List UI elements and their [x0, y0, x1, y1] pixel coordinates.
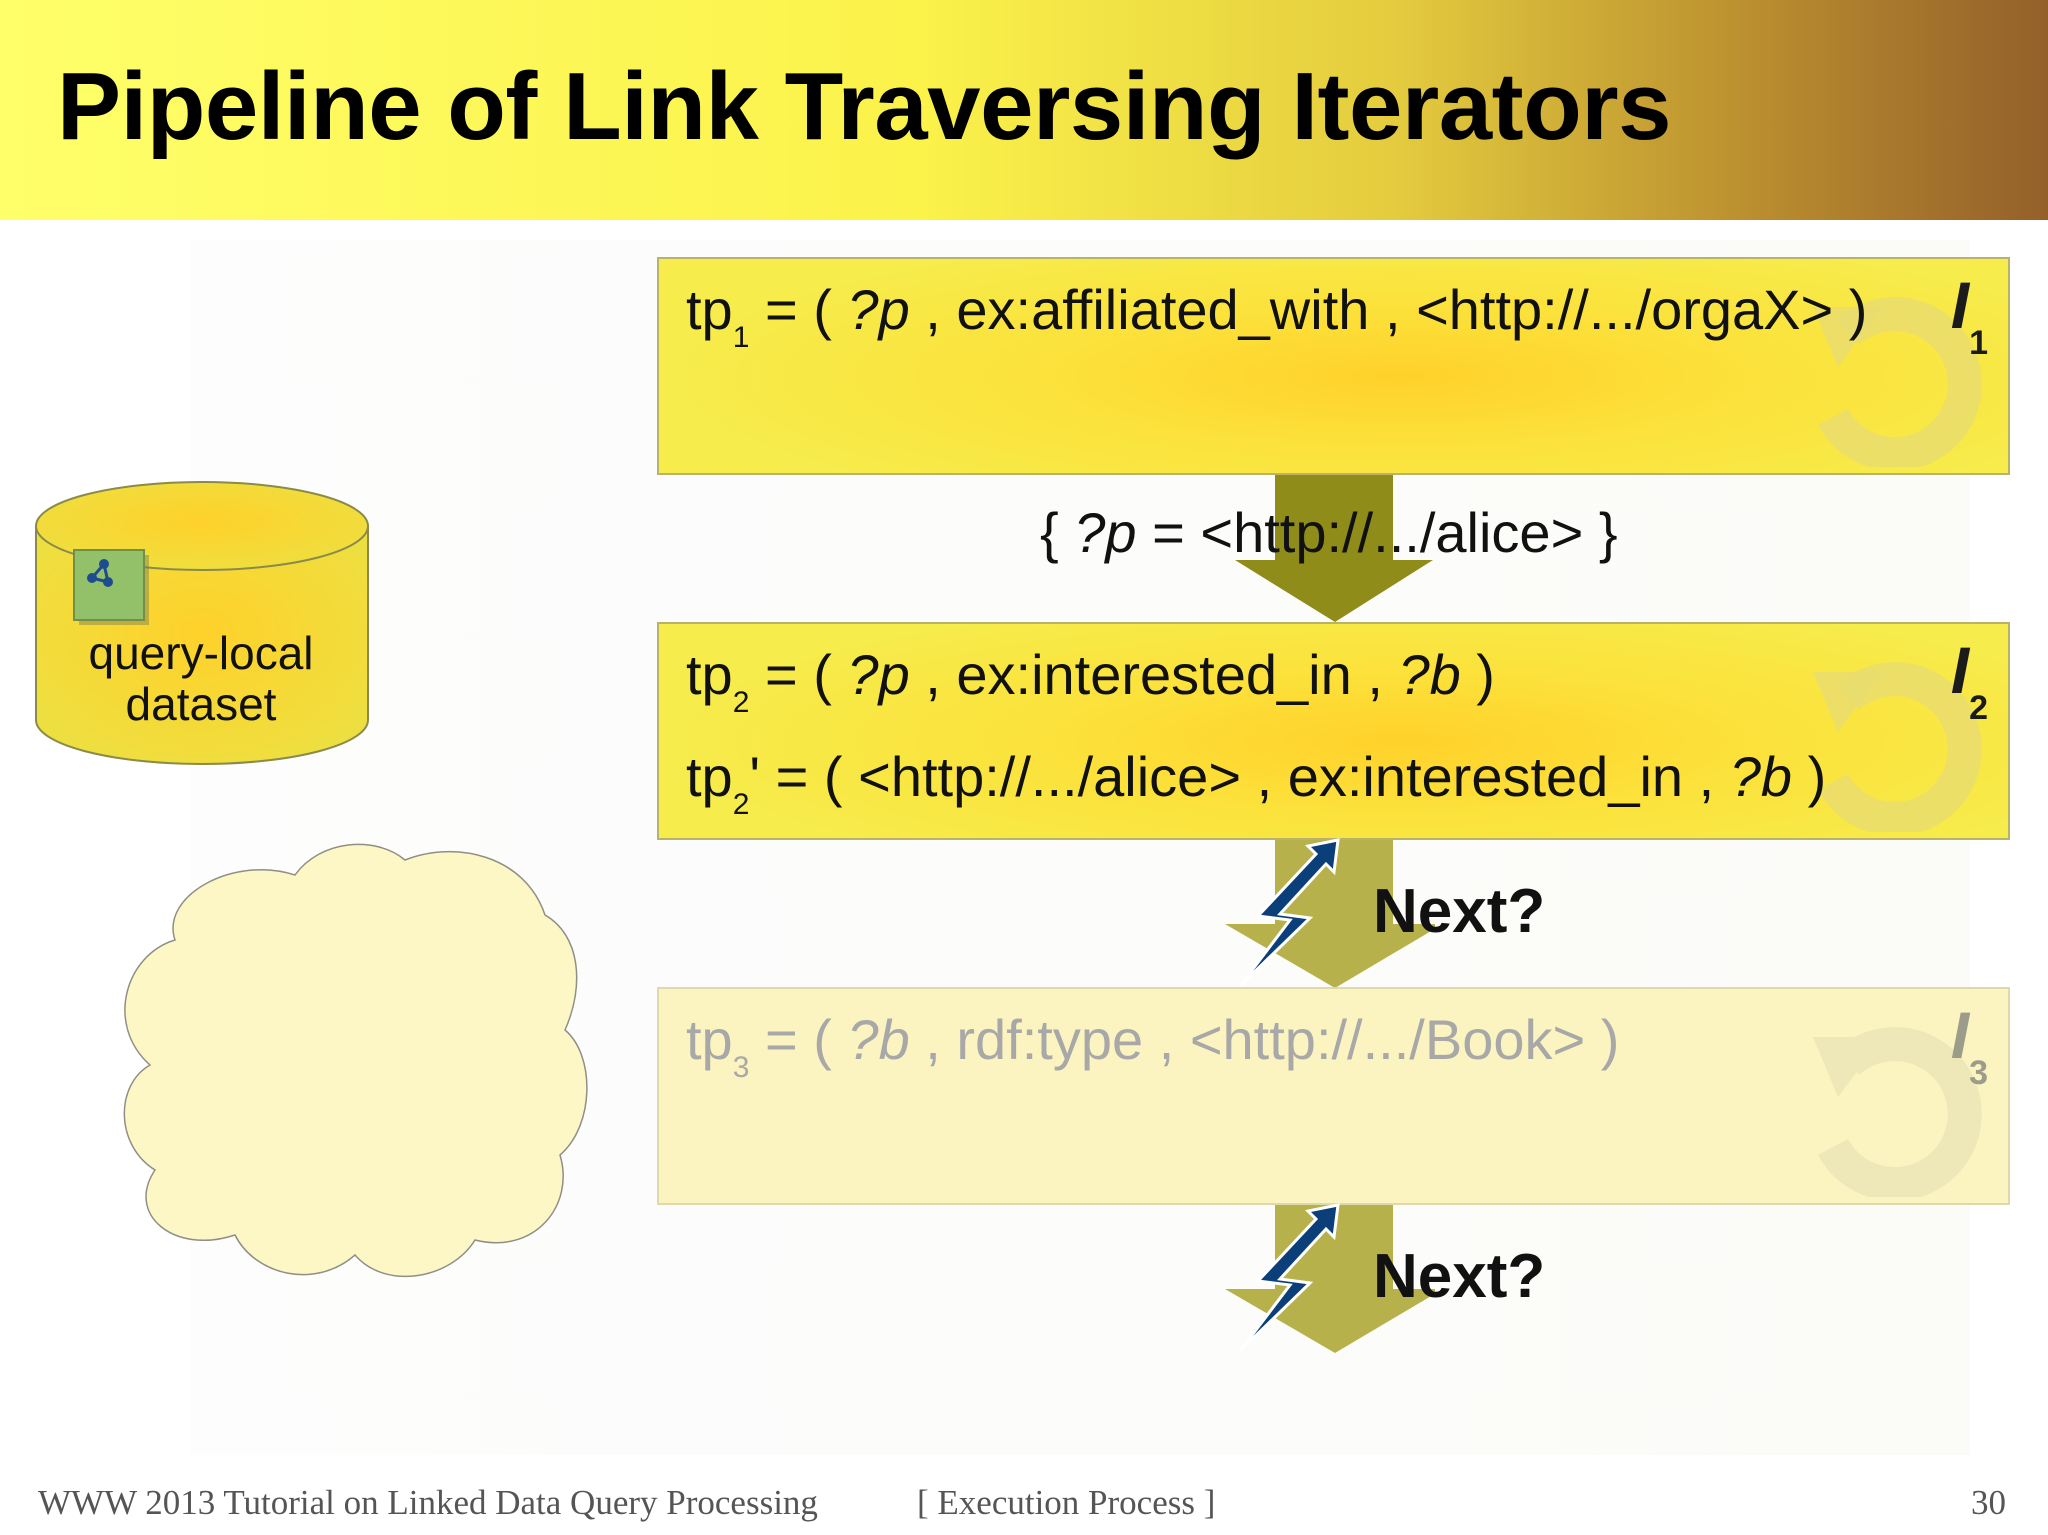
iterator-label-2: I2	[1950, 633, 1988, 727]
footer-page-number: 30	[1971, 1483, 2006, 1522]
triple-pattern-2: tp2 = ( ?p , ex:interested_in , ?b )	[686, 643, 1495, 719]
iterator-label-3: I3	[1950, 998, 1988, 1092]
footer-tutorial-name: WWW 2013 Tutorial on Linked Data Query P…	[38, 1483, 818, 1522]
iterator-box-1: tp1 = ( ?p , ex:affiliated_with , <http:…	[657, 257, 2010, 475]
web-cloud-icon	[123, 843, 588, 1278]
dataset-label-line2: dataset	[125, 678, 277, 730]
dataset-label: query-local dataset	[36, 628, 366, 730]
loop-arrow-icon	[1813, 297, 1982, 467]
title-banner	[0, 0, 2048, 220]
iterator-box-2: tp2 = ( ?p , ex:interested_in , ?b ) tp2…	[657, 622, 2010, 840]
next-request-label-2: Next?	[1373, 1242, 1546, 1311]
triple-pattern-2-prime: tp2' = ( <http://.../alice> , ex:interes…	[686, 745, 1827, 821]
variable-binding: { ?p = <http://.../alice> }	[1040, 501, 1618, 564]
binding-arrow	[1235, 474, 1433, 622]
loop-arrow-icon	[1813, 1027, 1982, 1197]
slide-title: Pipeline of Link Traversing Iterators	[57, 53, 1671, 160]
dataset-label-line1: query-local	[88, 627, 314, 679]
loop-arrow-icon	[1813, 662, 1982, 832]
triple-pattern-1: tp1 = ( ?p , ex:affiliated_with , <http:…	[686, 278, 1868, 354]
lightning-bolt-icon-1	[1238, 838, 1340, 988]
lightning-bolt-icon-2	[1238, 1203, 1340, 1353]
triple-pattern-3: tp3 = ( ?b , rdf:type , <http://.../Book…	[686, 1008, 1620, 1084]
iterator-label-1: I1	[1950, 268, 1988, 362]
footer-section-name: [ Execution Process ]	[917, 1483, 1216, 1522]
rdf-graph-icon	[73, 549, 149, 625]
next-request-label-1: Next?	[1373, 877, 1546, 946]
iterator-box-3: tp3 = ( ?b , rdf:type , <http://.../Book…	[657, 987, 2010, 1205]
